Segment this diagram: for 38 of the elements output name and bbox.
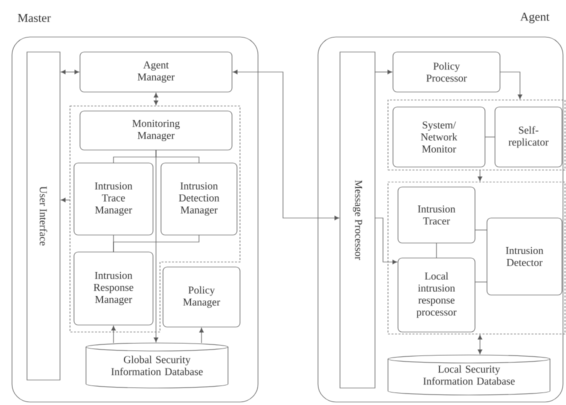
connector-line bbox=[484, 136, 496, 138]
component-box: Local intrusion response processor bbox=[398, 258, 476, 332]
arrow bbox=[60, 70, 80, 74]
group-outline bbox=[70, 106, 240, 332]
component-box: System/ Network Monitor bbox=[392, 106, 486, 168]
database-cylinder: Global Security Information Database bbox=[86, 342, 228, 388]
arrow bbox=[111, 326, 116, 344]
vertical-bar: Message Processor bbox=[340, 52, 376, 388]
component-box: Policy Manager bbox=[162, 266, 240, 328]
arrow bbox=[60, 198, 70, 202]
group-outline bbox=[388, 182, 566, 334]
arrow bbox=[154, 92, 158, 106]
component-box: Intrusion Tracer bbox=[398, 186, 476, 244]
group-outline bbox=[388, 100, 566, 170]
component-box: Self-replicator bbox=[494, 106, 562, 168]
arrow bbox=[478, 334, 482, 354]
component-box: Monitoring Manager bbox=[80, 110, 232, 150]
component-box: Intrusion Detection Manager bbox=[160, 162, 238, 236]
vertical-bar: User Interface bbox=[26, 52, 60, 380]
component-box: Intrusion Detector bbox=[486, 218, 562, 296]
arrow bbox=[374, 218, 398, 264]
panel-heading: Agent bbox=[520, 12, 550, 24]
component-box: Intrusion Trace Manager bbox=[74, 162, 154, 236]
component-box: Intrusion Response Manager bbox=[74, 252, 154, 326]
component-box: Policy Processor bbox=[392, 52, 500, 92]
connector-line bbox=[113, 234, 200, 252]
database-cylinder: Local Security Information Database bbox=[388, 354, 550, 396]
panel-heading: Master bbox=[18, 14, 51, 22]
arrow bbox=[232, 70, 340, 220]
component-box: Agent Manager bbox=[80, 52, 232, 92]
node-label: Global Security Information Database bbox=[111, 356, 203, 376]
arrow bbox=[500, 72, 522, 100]
arrow bbox=[199, 328, 204, 344]
connector-line bbox=[436, 242, 437, 258]
arrow bbox=[374, 70, 392, 74]
arrow bbox=[478, 170, 482, 182]
arrow bbox=[154, 150, 158, 342]
node-label: Local Security Information Database bbox=[423, 365, 515, 385]
